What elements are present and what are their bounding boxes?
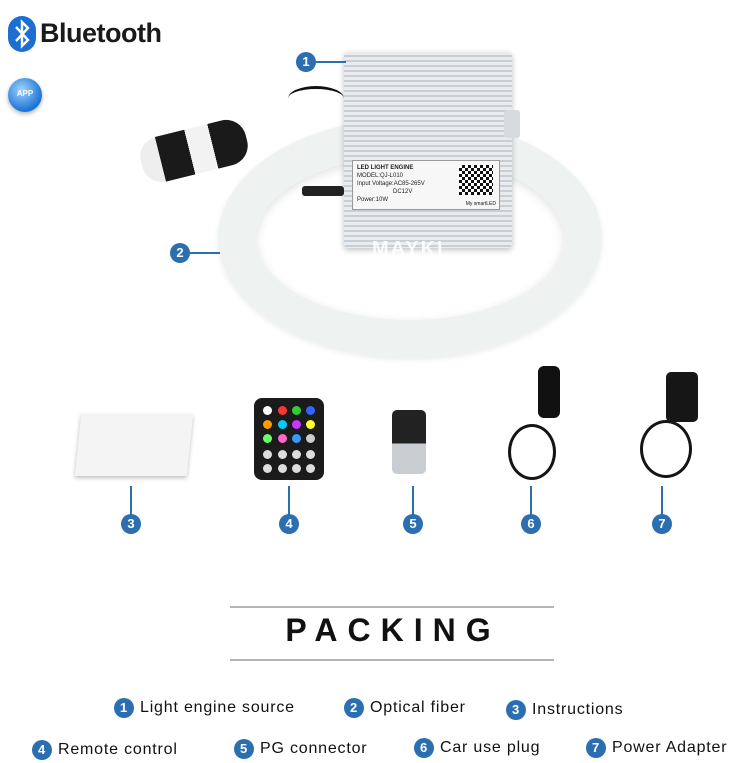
legend-label-1: Light engine source [140, 699, 295, 716]
marker-6-leader [530, 486, 532, 516]
remote-control [254, 398, 324, 480]
watermark: MAYKI [372, 238, 445, 260]
label-power: Power:10W [357, 197, 389, 203]
legend-item-5: 5 PG connector [234, 739, 367, 759]
marker-4-leader [288, 486, 290, 516]
legend-label-6: Car use plug [440, 739, 541, 756]
label-voltage: Input Voltage:AC85-265V [357, 181, 425, 187]
adapter-cable [640, 420, 692, 478]
power-cord-stub [302, 186, 344, 196]
legend-item-1: 1 Light engine source [114, 698, 295, 718]
legend-num-5: 5 [234, 739, 254, 759]
legend-label-5: PG connector [260, 740, 368, 757]
pg-connector [392, 410, 426, 474]
label-model: MODEL:QJ-L010 [357, 173, 404, 179]
coiled-cable [288, 86, 344, 111]
label-app-name: My smartLED [465, 201, 496, 207]
legend-num-4: 4 [32, 740, 52, 760]
label-dc: DC12V [393, 189, 413, 195]
banner-rule-bottom [230, 659, 554, 661]
bluetooth-logo-text: Bluetooth [40, 18, 162, 48]
label-title: LED LIGHT ENGINE [357, 165, 414, 171]
legend-item-7: 7 Power Adapter [586, 738, 727, 758]
marker-6: 6 [521, 514, 541, 534]
legend-num-2: 2 [344, 698, 364, 718]
legend-label-4: Remote control [58, 741, 178, 758]
fiber-port [504, 110, 520, 138]
app-badge-label: APP [16, 89, 34, 98]
legend-label-3: Instructions [532, 701, 624, 718]
light-engine-box [344, 52, 512, 248]
product-label-plate: LED LIGHT ENGINE MODEL:QJ-L010 Input Vol… [352, 160, 500, 210]
marker-1: 1 [296, 52, 316, 72]
fiber-end-caps [136, 115, 252, 187]
marker-2: 2 [170, 243, 190, 263]
legend-item-6: 6 Car use plug [414, 738, 540, 758]
bluetooth-icon [8, 16, 36, 52]
marker-3: 3 [121, 514, 141, 534]
app-badge-icon: APP [8, 78, 42, 112]
marker-5: 5 [403, 514, 423, 534]
marker-7-leader [661, 486, 663, 516]
legend-num-3: 3 [506, 700, 526, 720]
legend-label-7: Power Adapter [612, 739, 728, 756]
marker-7: 7 [652, 514, 672, 534]
packing-title: PACKING [285, 612, 501, 648]
car-plug-cable [508, 424, 556, 480]
banner-rule-top [230, 606, 554, 608]
car-plug [538, 366, 560, 418]
marker-5-leader [412, 486, 414, 516]
qr-code [459, 165, 493, 195]
marker-4: 4 [279, 514, 299, 534]
legend-item-3: 3 Instructions [506, 700, 623, 720]
legend-item-4: 4 Remote control [32, 740, 178, 760]
power-adapter [666, 372, 698, 422]
instructions-sheet [74, 414, 194, 476]
marker-2-leader [190, 252, 220, 254]
legend-item-2: 2 Optical fiber [344, 698, 466, 718]
legend-num-1: 1 [114, 698, 134, 718]
legend-num-6: 6 [414, 738, 434, 758]
marker-3-leader [130, 486, 132, 516]
marker-1-leader [316, 61, 346, 63]
legend-num-7: 7 [586, 738, 606, 758]
legend-label-2: Optical fiber [370, 699, 466, 716]
